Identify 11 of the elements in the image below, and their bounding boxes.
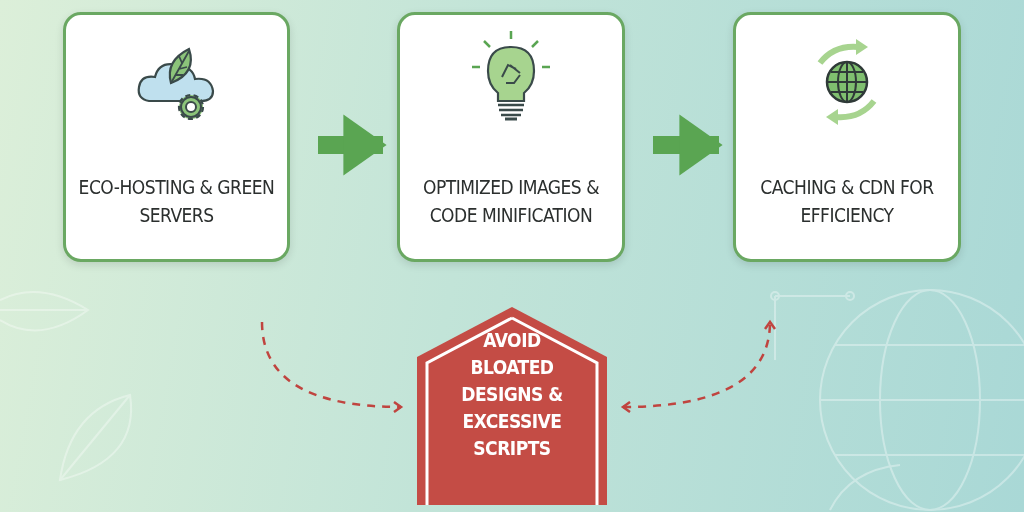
arrow bbox=[318, 114, 387, 176]
warning-text: AVOID BLOATED DESIGNS & EXCESSIVE SCRIPTS bbox=[460, 328, 564, 461]
step-card bbox=[63, 12, 290, 262]
step-label: ECO-HOSTING & GREEN SERVERS bbox=[77, 175, 276, 228]
dashed-arrow bbox=[260, 321, 403, 414]
step-card bbox=[397, 12, 625, 262]
arrow bbox=[653, 114, 723, 176]
step-card bbox=[733, 12, 961, 262]
step-label: OPTIMIZED IMAGES & CODE MINIFICATION bbox=[422, 175, 600, 228]
dashed-arrow bbox=[621, 320, 776, 414]
step-label: CACHING & CDN FOR EFFICIENCY bbox=[759, 175, 935, 228]
